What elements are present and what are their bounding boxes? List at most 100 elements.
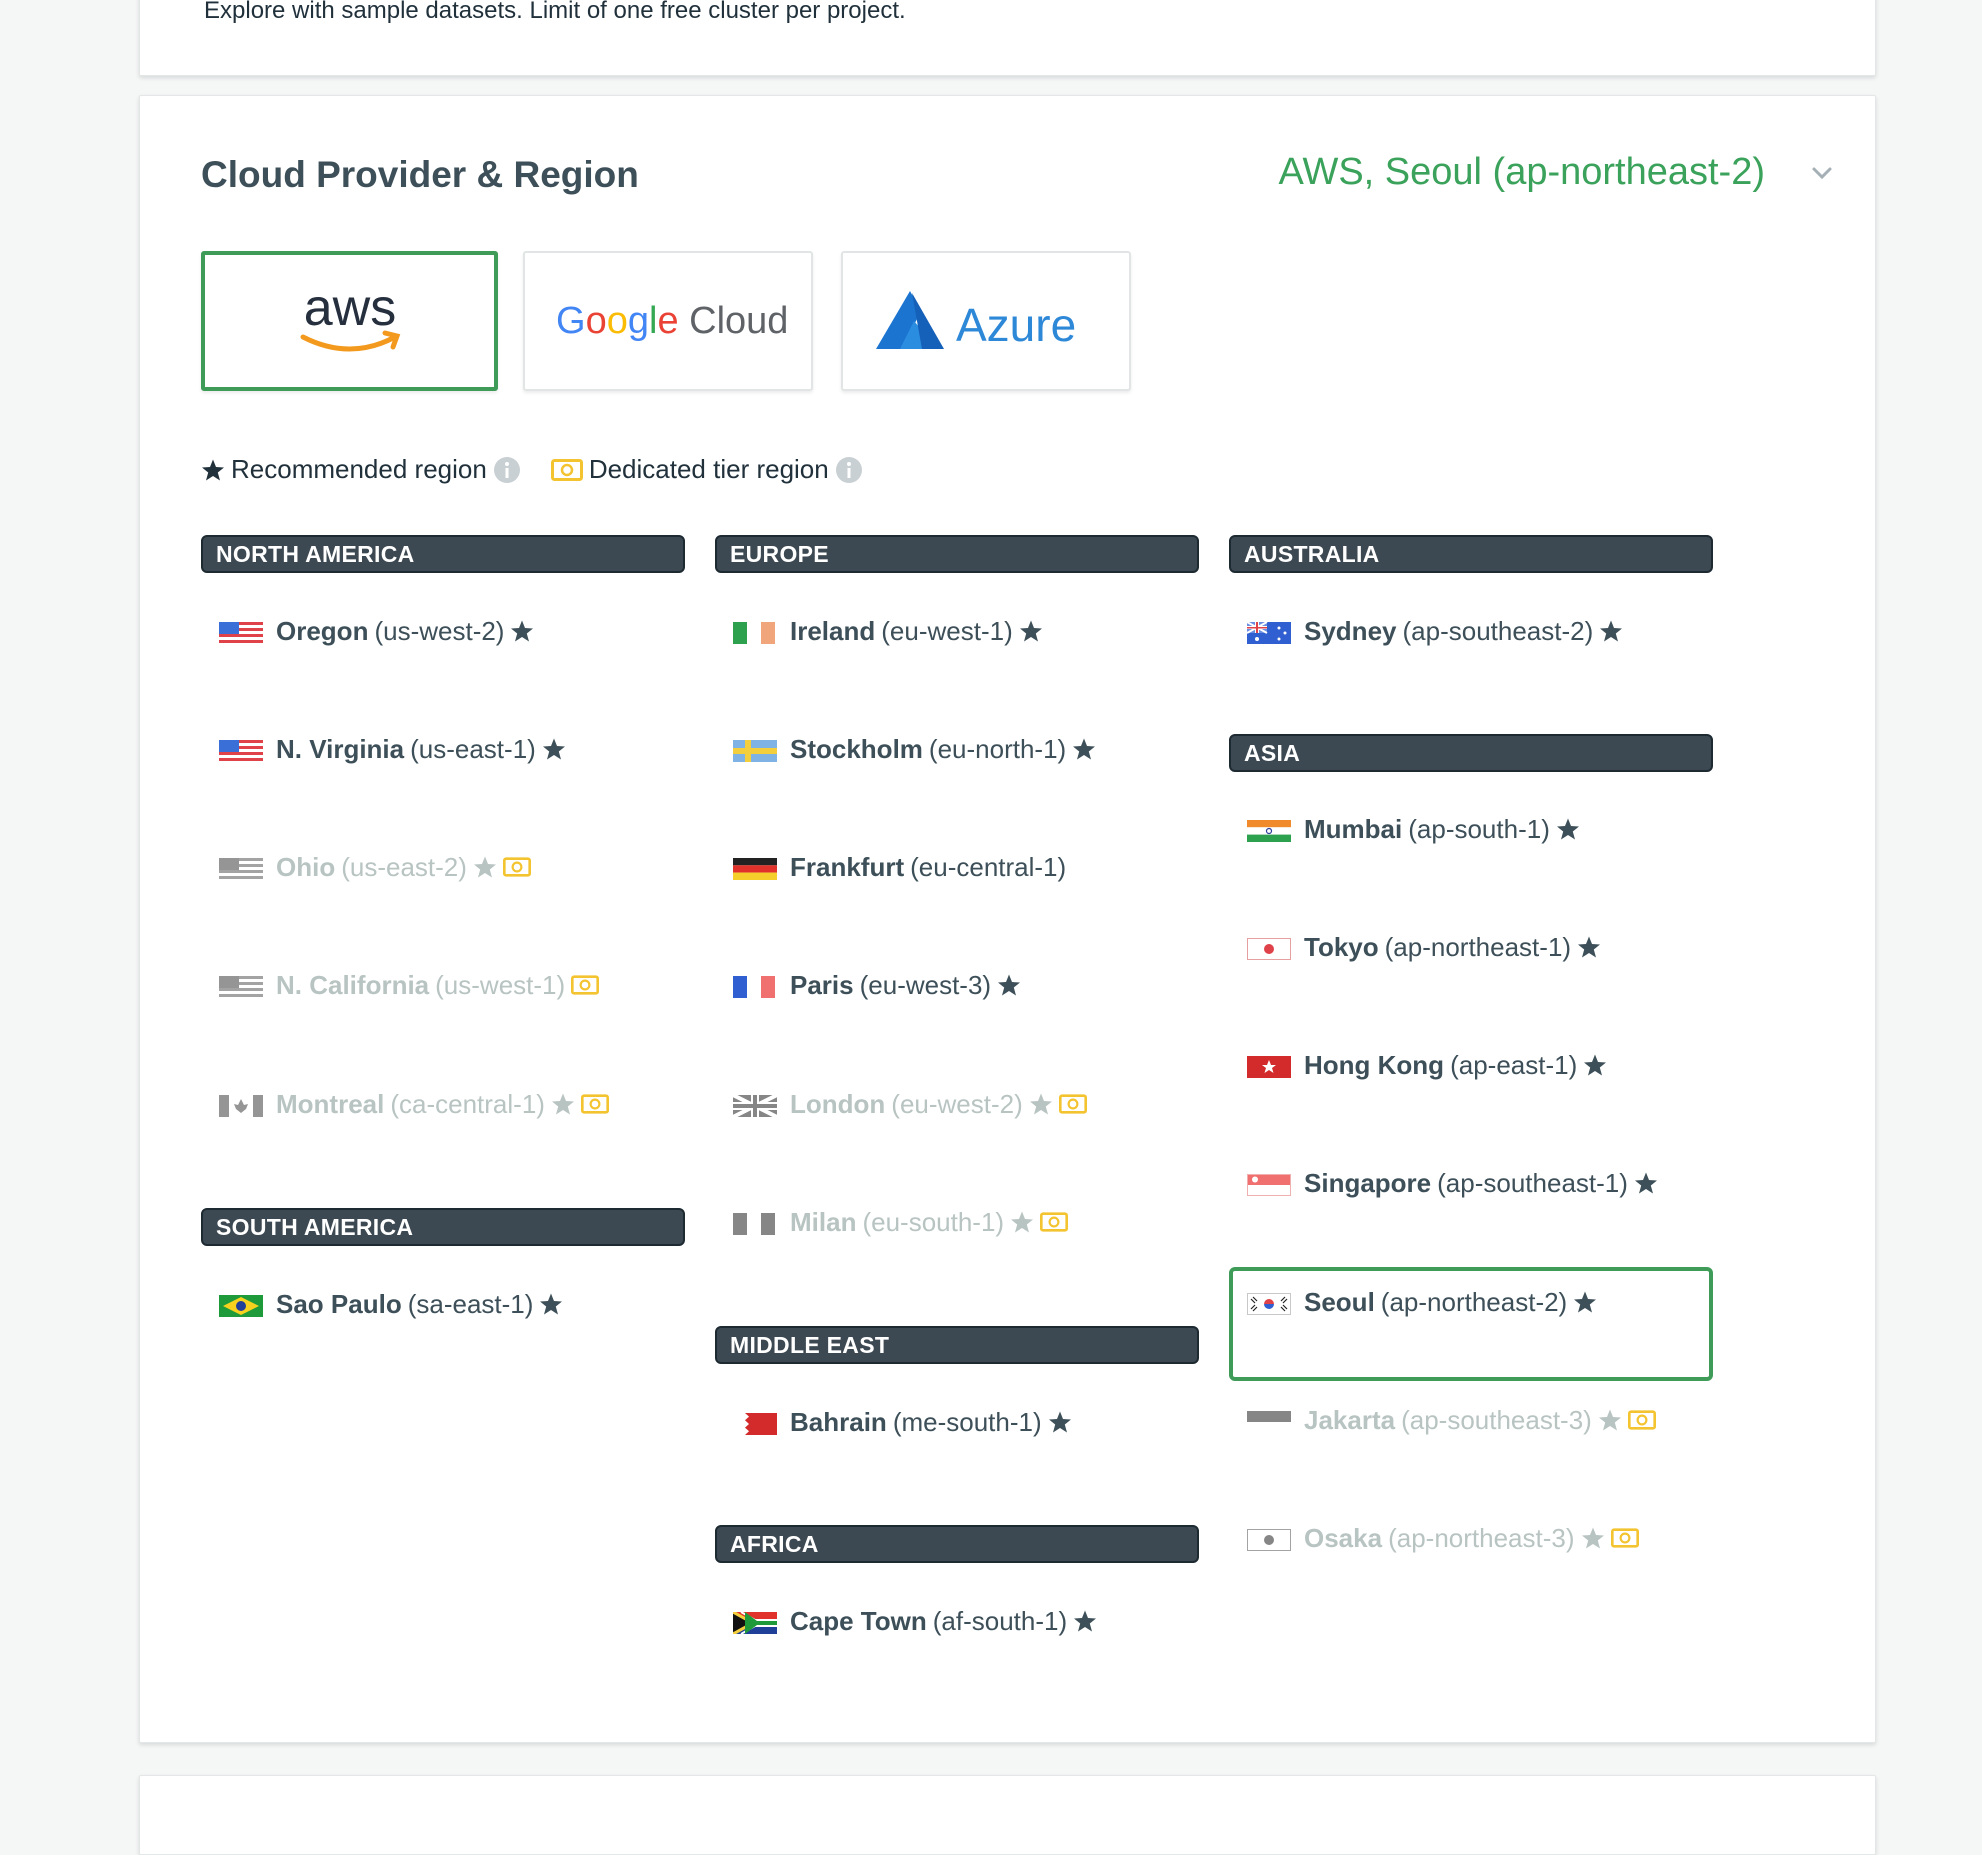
region-london[interactable]: London(eu-west-2)	[732, 1084, 1087, 1124]
star-icon	[1574, 1291, 1597, 1313]
svg-text:Google Cloud: Google Cloud	[556, 300, 788, 342]
cluster-tier-card: Explore with sample datasets. Limit of o…	[139, 0, 1876, 76]
info-icon[interactable]	[493, 456, 521, 484]
singapore-flag-icon	[1247, 1172, 1291, 1196]
region-osaka[interactable]: Osaka(ap-northeast-3)	[1247, 1518, 1639, 1558]
cloud-provider-region-card: Cloud Provider & Region AWS, Seoul (ap-n…	[139, 95, 1876, 1743]
star-icon	[202, 459, 224, 480]
us-flag-icon	[219, 620, 263, 644]
region-paris[interactable]: Paris(eu-west-3)	[733, 965, 1021, 1005]
japan-flag-icon	[1247, 936, 1291, 960]
star-icon	[1556, 818, 1579, 840]
brazil-flag-icon	[219, 1293, 263, 1317]
money-icon	[550, 458, 583, 481]
canada-flag-icon	[219, 1093, 263, 1117]
region-ireland[interactable]: Ireland(eu-west-1)	[733, 611, 1043, 651]
region-mumbai[interactable]: Mumbai(ap-south-1)	[1247, 809, 1580, 849]
money-icon	[1040, 1212, 1069, 1232]
selected-region-summary[interactable]: AWS, Seoul (ap-northeast-2)	[1278, 151, 1765, 193]
ireland-flag-icon	[733, 620, 777, 644]
region-ohio[interactable]: Ohio(us-east-2)	[219, 847, 531, 887]
google-cloud-logo-icon: Google Cloud	[556, 300, 788, 342]
star-icon	[998, 974, 1021, 996]
info-icon[interactable]	[835, 456, 863, 484]
star-icon	[1578, 936, 1601, 958]
provider-gcp-button[interactable]: Google Cloud	[523, 251, 813, 391]
star-icon	[511, 620, 534, 642]
chevron-down-icon[interactable]	[1811, 162, 1833, 184]
us-flag-icon	[219, 974, 263, 998]
star-icon	[540, 1293, 563, 1315]
region-seoul[interactable]: Seoul(ap-northeast-2)	[1247, 1282, 1597, 1322]
star-icon	[1584, 1054, 1607, 1076]
star-icon	[1600, 620, 1623, 642]
hong-kong-flag-icon	[1247, 1054, 1291, 1078]
france-flag-icon	[733, 974, 777, 998]
region-tokyo[interactable]: Tokyo(ap-northeast-1)	[1247, 927, 1601, 967]
money-icon	[1058, 1094, 1087, 1114]
uk-flag-icon	[732, 1093, 778, 1119]
region-oregon[interactable]: Oregon(us-west-2)	[219, 611, 534, 651]
star-icon	[1011, 1211, 1034, 1233]
star-icon	[473, 856, 496, 878]
italy-flag-icon	[733, 1211, 777, 1235]
tier-description: Explore with sample datasets. Limit of o…	[204, 0, 906, 24]
group-header-australia: AUSTRALIA	[1229, 535, 1713, 573]
region-cape-town[interactable]: Cape Town(af-south-1)	[732, 1601, 1097, 1641]
svg-text:aws: aws	[303, 281, 395, 337]
aws-logo-icon: aws	[300, 281, 400, 352]
star-icon	[1019, 620, 1042, 642]
money-icon	[502, 857, 531, 877]
region-hong-kong[interactable]: Hong Kong(ap-east-1)	[1247, 1045, 1607, 1085]
section-title: Cloud Provider & Region	[201, 154, 639, 195]
region-sao-paulo[interactable]: Sao Paulo(sa-east-1)	[219, 1284, 563, 1324]
group-header-middle-east: MIDDLE EAST	[715, 1326, 1199, 1364]
star-icon	[1581, 1527, 1604, 1549]
australia-flag-icon	[1246, 620, 1291, 644]
region-n-california[interactable]: N. California(us-west-1)	[219, 965, 600, 1005]
region-bahrain[interactable]: Bahrain(me-south-1)	[733, 1402, 1072, 1442]
star-icon	[1598, 1409, 1621, 1431]
us-flag-icon	[219, 738, 263, 762]
region-legend: Recommended region Dedicated tier region	[201, 454, 863, 485]
star-icon	[1048, 1411, 1071, 1433]
star-icon	[551, 1093, 574, 1115]
money-icon	[1627, 1410, 1656, 1430]
star-icon	[1073, 738, 1096, 760]
region-singapore[interactable]: Singapore(ap-southeast-1)	[1247, 1163, 1658, 1203]
india-flag-icon	[1247, 818, 1291, 842]
legend-recommended-label: Recommended region	[231, 454, 487, 484]
us-flag-icon	[219, 856, 263, 880]
group-header-europe: EUROPE	[715, 535, 1199, 573]
next-section-card	[139, 1775, 1876, 1855]
japan-flag-icon	[1247, 1527, 1291, 1551]
indonesia-flag-icon	[1247, 1409, 1291, 1433]
korea-flag-icon	[1247, 1291, 1291, 1315]
legend-dedicated-label: Dedicated tier region	[588, 454, 829, 484]
region-sydney[interactable]: Sydney(ap-southeast-2)	[1246, 611, 1623, 651]
money-icon	[580, 1094, 609, 1114]
sweden-flag-icon	[733, 738, 777, 762]
region-milan[interactable]: Milan(eu-south-1)	[733, 1202, 1069, 1242]
money-icon	[571, 975, 600, 995]
selected-region-outline	[1229, 1267, 1713, 1381]
star-icon	[1634, 1172, 1657, 1194]
region-montreal[interactable]: Montreal(ca-central-1)	[219, 1084, 609, 1124]
money-icon	[1610, 1528, 1639, 1548]
region-n-virginia[interactable]: N. Virginia(us-east-1)	[219, 729, 566, 769]
provider-aws-button[interactable]: aws	[201, 251, 498, 391]
svg-text:Azure: Azure	[956, 299, 1076, 351]
group-header-africa: AFRICA	[715, 1525, 1199, 1563]
region-jakarta[interactable]: Jakarta(ap-southeast-3)	[1247, 1400, 1656, 1440]
group-header-asia: ASIA	[1229, 734, 1713, 772]
region-frankfurt[interactable]: Frankfurt(eu-central-1)	[733, 847, 1066, 887]
south-africa-flag-icon	[732, 1610, 778, 1636]
region-stockholm[interactable]: Stockholm(eu-north-1)	[733, 729, 1096, 769]
group-header-south-america: SOUTH AMERICA	[201, 1208, 685, 1246]
star-icon	[1074, 1610, 1097, 1632]
star-icon	[542, 738, 565, 760]
provider-azure-button[interactable]: Azure	[841, 251, 1131, 391]
group-header-north-america: NORTH AMERICA	[201, 535, 685, 573]
azure-logo-icon: Azure	[876, 291, 1076, 351]
germany-flag-icon	[733, 856, 777, 880]
